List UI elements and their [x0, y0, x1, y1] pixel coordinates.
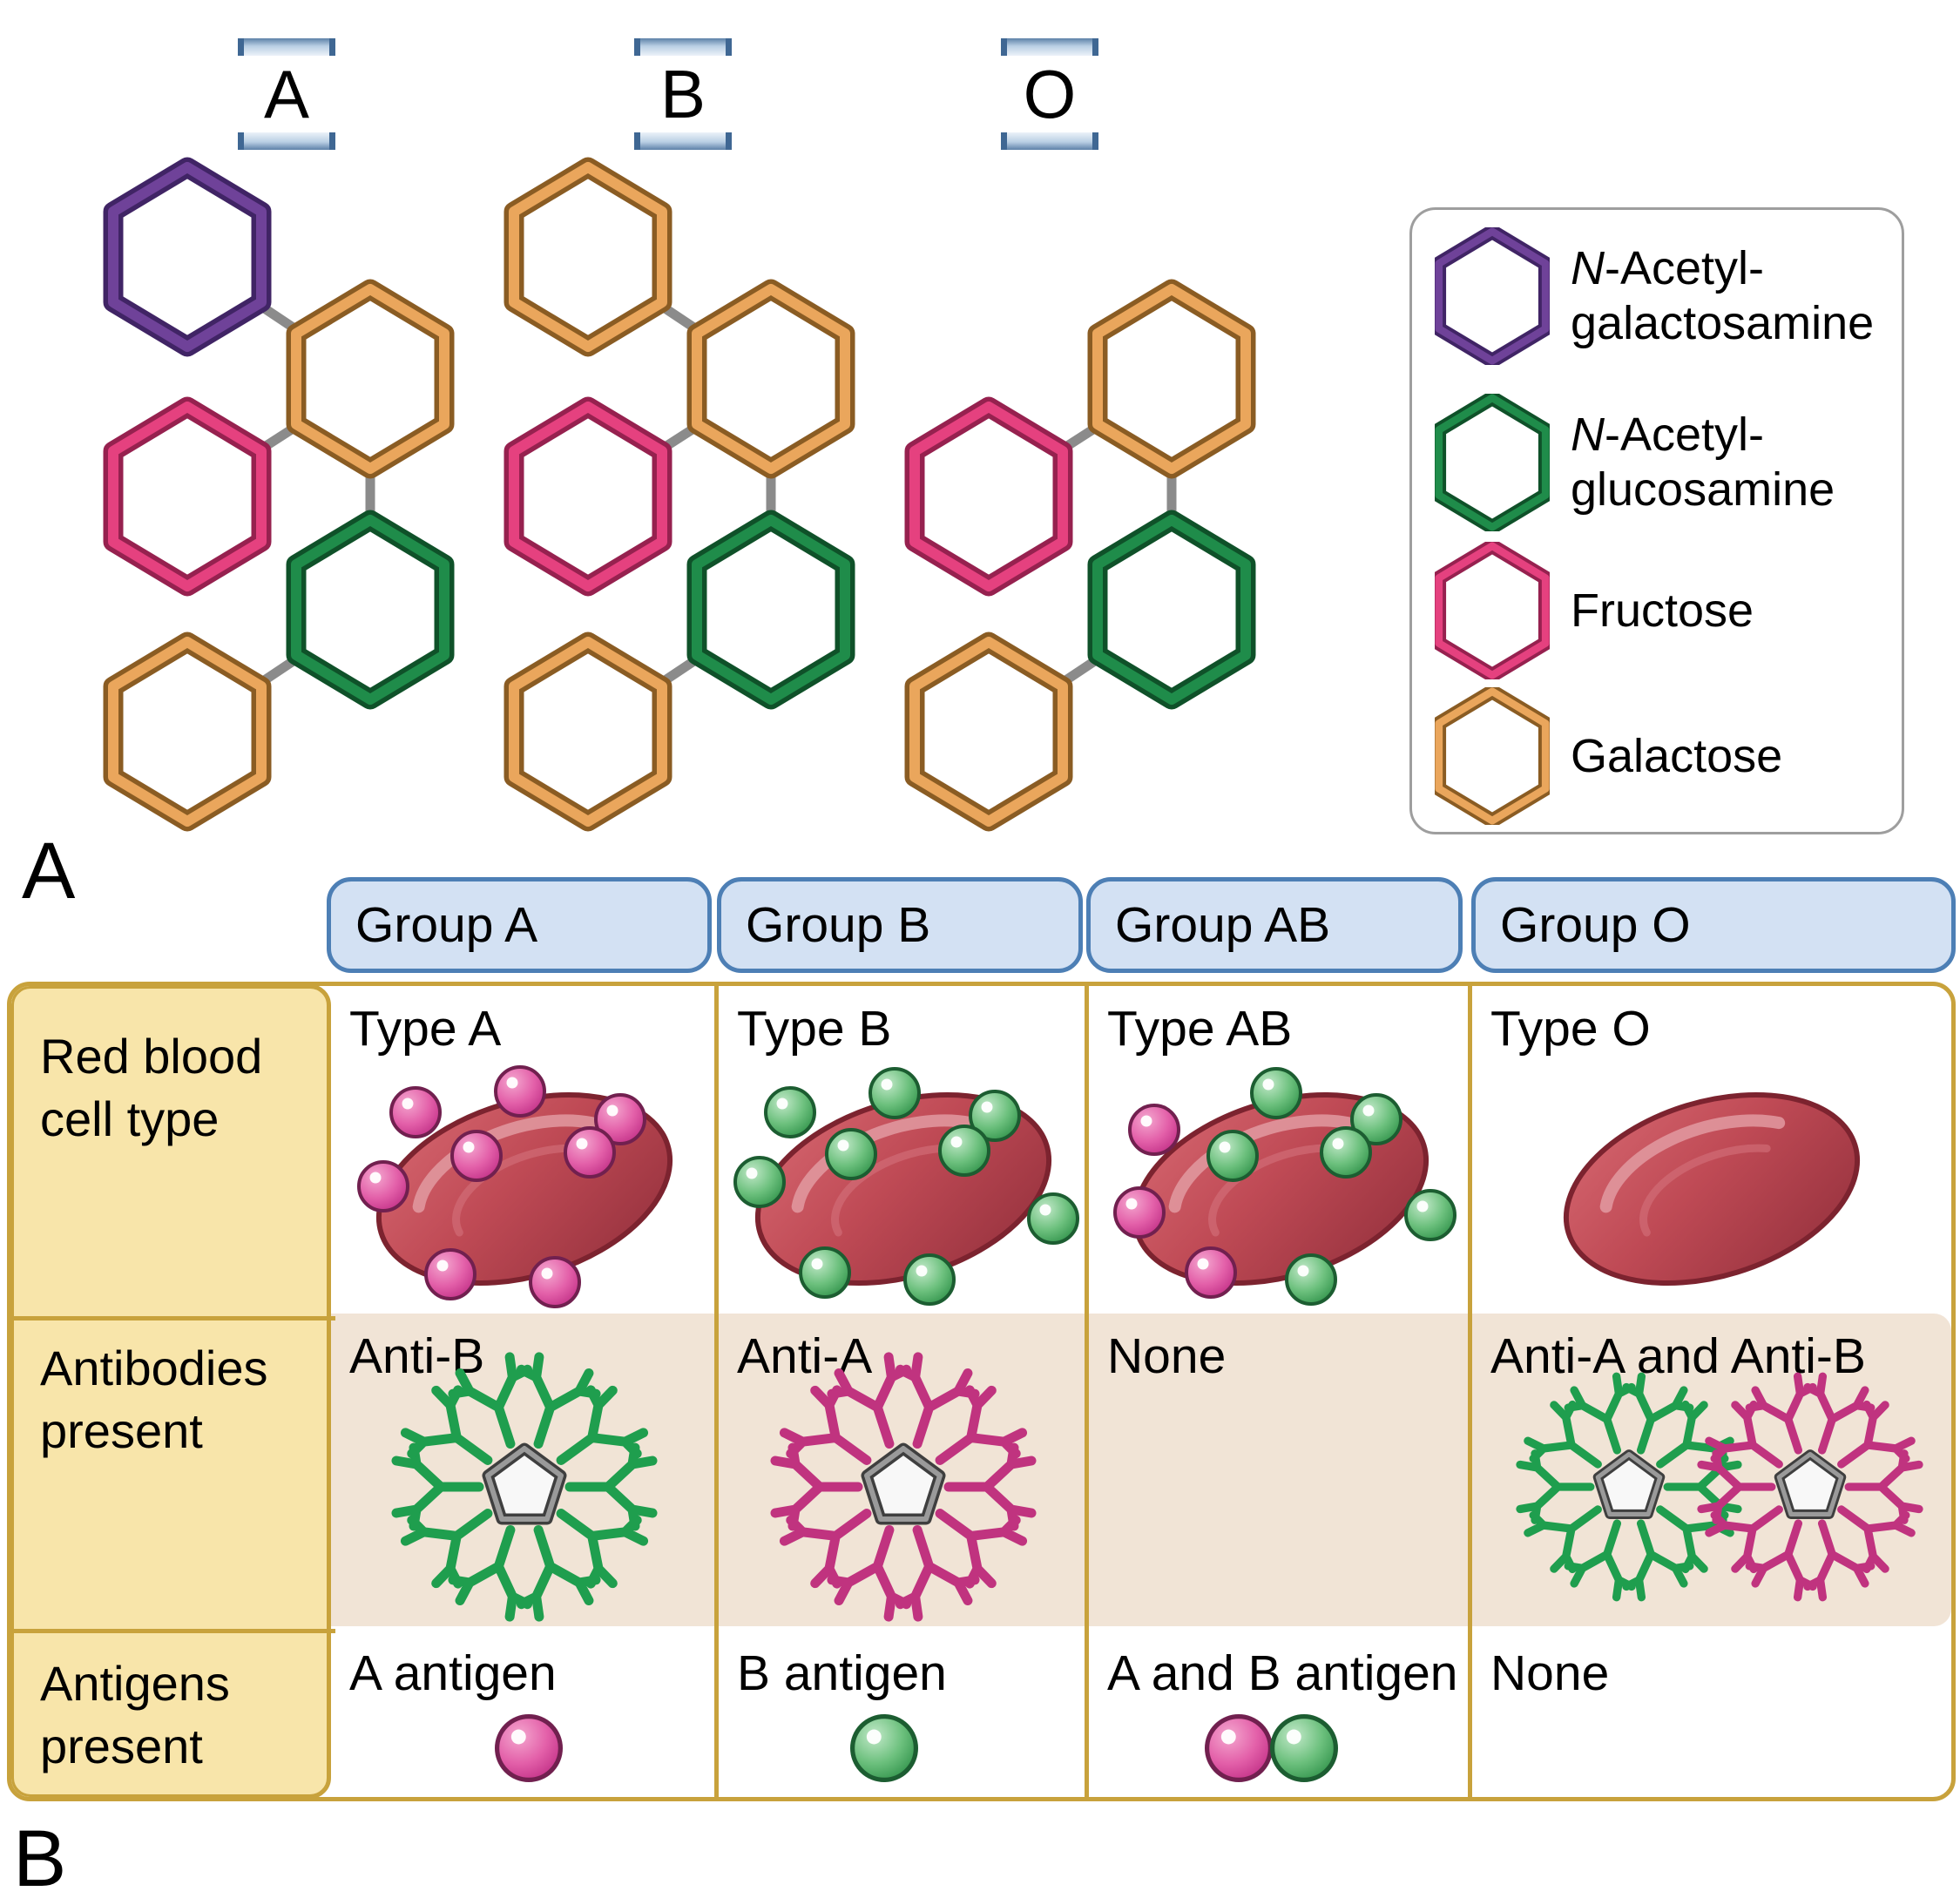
antigen-o-cell-label: None [1490, 1645, 1610, 1701]
antigen-a-letter: A [263, 56, 310, 132]
n-acetyl-glucosamine-hexagon-icon [697, 520, 845, 699]
fructose-hexagon-icon [915, 407, 1063, 586]
row-divider [14, 1316, 335, 1320]
group-ab-header: Group AB [1086, 877, 1463, 973]
a-antigen-structure [91, 157, 475, 845]
anti-b-antibody-cluster [376, 1339, 672, 1635]
legend-label: Fructose [1571, 584, 1754, 637]
anti-a-antibody-cluster [1662, 1339, 1956, 1635]
bracket-top-icon [1001, 38, 1098, 56]
antigen-b-label: B [634, 38, 732, 150]
legend-label: N-Acetyl- glucosamine [1571, 409, 1835, 516]
row-header-antigens: Antigens present [40, 1656, 230, 1773]
bracket-bottom-icon [1001, 132, 1098, 150]
a-antigen-sphere-icon [490, 1709, 568, 1787]
legend-item: N-Acetyl- galactosamine [1435, 227, 1874, 365]
antigen-o-label: O [1001, 38, 1098, 150]
legend-label: Galactose [1571, 729, 1783, 782]
galactose-hexagon-icon [1435, 687, 1550, 825]
antigen-a-cell-label: A antigen [349, 1645, 557, 1701]
galactose-hexagon-icon [1098, 289, 1246, 469]
group-b-header: Group B [717, 877, 1083, 973]
galactose-hexagon-icon [915, 642, 1063, 821]
legend-item: Galactose [1435, 687, 1782, 825]
fructose-hexagon-icon [1435, 542, 1550, 679]
blood-group-table: Red blood cell type Antibodies present A… [7, 982, 1956, 1801]
anti-a-antibody-cluster [755, 1339, 1051, 1635]
b-antigen-sphere-icon [845, 1709, 923, 1787]
panel-a-letter: A [22, 827, 76, 915]
type-ab-red-blood-cell [1089, 1060, 1456, 1313]
antigen-a-label: A [238, 38, 335, 150]
row-header-rbc: Red blood cell type [40, 1029, 263, 1146]
sugar-legend: N-Acetyl- galactosamine N-Acetyl- glucos… [1409, 207, 1904, 834]
type-o-red-blood-cell [1520, 1060, 1903, 1313]
antigen-b-letter: B [659, 56, 706, 132]
antigen-ab-cell-label: A and B antigen [1107, 1645, 1458, 1701]
n-acetyl-galactosamine-hexagon-icon [113, 167, 261, 347]
bracket-top-icon [634, 38, 732, 56]
row-divider [14, 1629, 335, 1633]
galactose-hexagon-icon [697, 289, 845, 469]
galactose-hexagon-icon [113, 642, 261, 821]
fructose-hexagon-icon [514, 407, 662, 586]
a-and-b-antigen-spheres-icon [1200, 1709, 1348, 1787]
antigen-o-letter: O [1023, 56, 1077, 132]
n-acetyl-glucosamine-hexagon-icon [1098, 520, 1246, 699]
type-ab-label: Type AB [1107, 1001, 1293, 1057]
column-divider [714, 986, 719, 1797]
galactose-hexagon-icon [296, 289, 444, 469]
galactose-hexagon-icon [514, 642, 662, 821]
galactose-hexagon-icon [514, 167, 662, 347]
antibody-ab-cell-label: None [1107, 1328, 1227, 1384]
panel-b-letter: B [13, 1814, 67, 1898]
fructose-hexagon-icon [113, 407, 261, 586]
type-a-label: Type A [349, 1001, 502, 1057]
legend-item: Fructose [1435, 542, 1754, 679]
n-acetyl-galactosamine-hexagon-icon [1435, 227, 1550, 365]
bracket-bottom-icon [238, 132, 335, 150]
n-acetyl-glucosamine-hexagon-icon [1435, 394, 1550, 531]
row-header-column: Red blood cell type Antibodies present A… [11, 986, 335, 1797]
group-o-header: Group O [1471, 877, 1956, 973]
n-acetyl-glucosamine-hexagon-icon [296, 520, 444, 699]
type-a-red-blood-cell [333, 1060, 716, 1313]
row-header-antibodies: Antibodies present [40, 1341, 268, 1458]
column-divider [1085, 986, 1089, 1797]
type-b-red-blood-cell [712, 1060, 1079, 1313]
o-antigen-structure [893, 157, 1276, 845]
b-antigen-structure [492, 157, 875, 845]
bracket-bottom-icon [634, 132, 732, 150]
antibody-o-cell-label: Anti-A and Anti-B [1490, 1328, 1866, 1384]
column-divider [1468, 986, 1472, 1797]
antigen-b-cell-label: B antigen [737, 1645, 947, 1701]
bracket-top-icon [238, 38, 335, 56]
group-a-header: Group A [327, 877, 712, 973]
legend-label: N-Acetyl- galactosamine [1571, 242, 1875, 349]
antibody-b-cell-label: Anti-A [737, 1328, 873, 1384]
type-b-label: Type B [737, 1001, 892, 1057]
legend-item: N-Acetyl- glucosamine [1435, 394, 1835, 531]
type-o-label: Type O [1490, 1001, 1651, 1057]
